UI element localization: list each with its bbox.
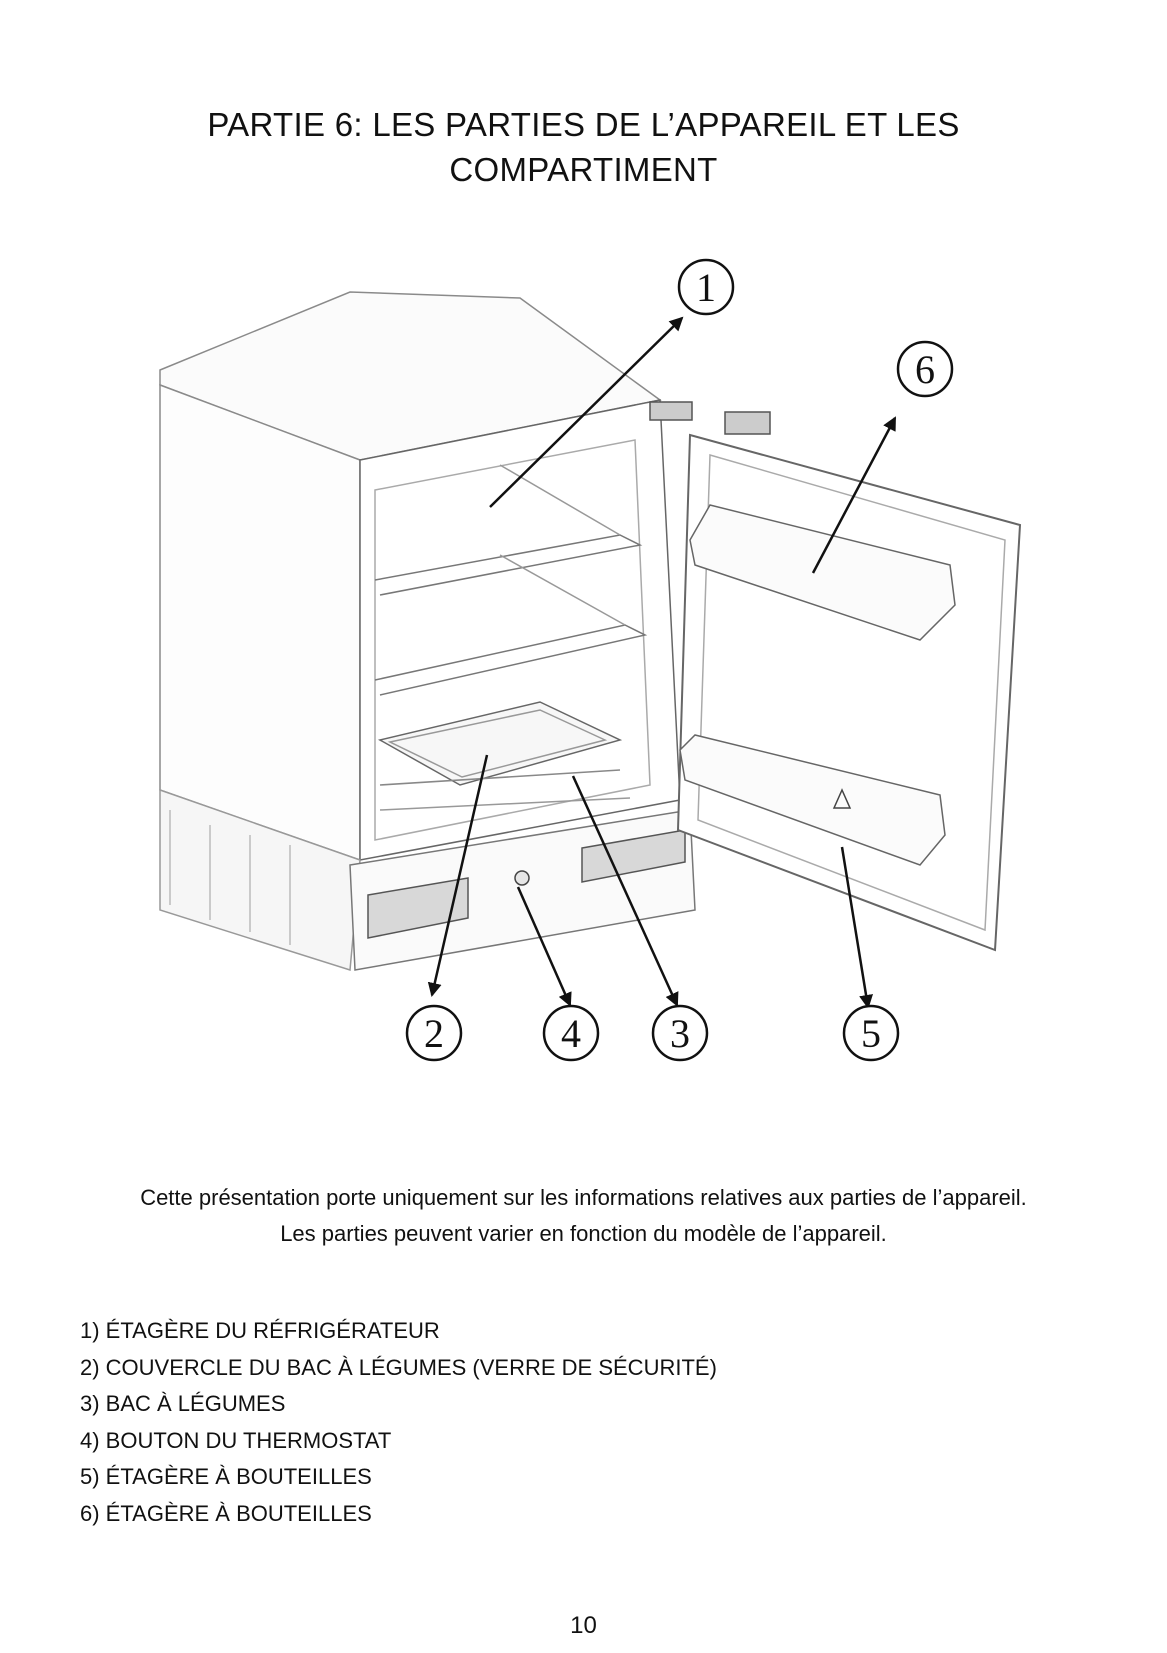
- callout-4-label: 4: [561, 1011, 581, 1056]
- list-item: 6) ÉTAGÈRE À BOUTEILLES: [80, 1500, 372, 1526]
- callout-1: 1: [677, 258, 735, 316]
- refrigerator-line-drawing-icon: 1 6 2 4 3 5: [159, 258, 1022, 1062]
- page-number: 10: [570, 1612, 597, 1639]
- list-item: 1) ÉTAGÈRE DU RÉFRIGÉRATEUR: [80, 1318, 440, 1343]
- caption-line-2: Les parties peuvent varier en fonction d…: [280, 1221, 887, 1246]
- page-title: PARTIE 6: LES PARTIES DE L’APPAREIL ET L…: [60, 102, 1107, 192]
- callout-2: 2: [405, 1004, 463, 1062]
- list-item: 4) BOUTON DU THERMOSTAT: [80, 1427, 392, 1453]
- parts-list: 1) ÉTAGÈRE DU RÉFRIGÉRATEUR 2) COUVERCLE…: [80, 1313, 717, 1532]
- callout-3: 3: [651, 1004, 709, 1062]
- page-title-line-1: PARTIE 6: LES PARTIES DE L’APPAREIL ET L…: [207, 106, 960, 144]
- callout-1-label: 1: [696, 265, 716, 310]
- callout-5: 5: [842, 1004, 900, 1062]
- fridge-cabinet: [159, 291, 1022, 971]
- appliance-diagram: 1 6 2 4 3 5: [150, 250, 1080, 1150]
- page-title-line-2: COMPARTIMENT: [449, 151, 718, 189]
- list-item: 2) COUVERCLE DU BAC À LÉGUMES (VERRE DE …: [80, 1354, 717, 1380]
- callout-5-label: 5: [861, 1011, 881, 1056]
- leader-arrows: [427, 316, 897, 1009]
- callout-3-label: 3: [670, 1011, 690, 1056]
- caption-line-1: Cette présentation porte uniquement sur …: [140, 1185, 1027, 1210]
- list-item: 3) BAC À LÉGUMES: [80, 1391, 286, 1416]
- figure-caption: Cette présentation porte uniquement sur …: [40, 1180, 1127, 1252]
- list-item: 5) ÉTAGÈRE À BOUTEILLES: [80, 1464, 372, 1489]
- callout-6-label: 6: [915, 347, 935, 392]
- callout-6: 6: [896, 340, 954, 398]
- callout-2-label: 2: [424, 1011, 444, 1056]
- callout-4: 4: [542, 1004, 600, 1062]
